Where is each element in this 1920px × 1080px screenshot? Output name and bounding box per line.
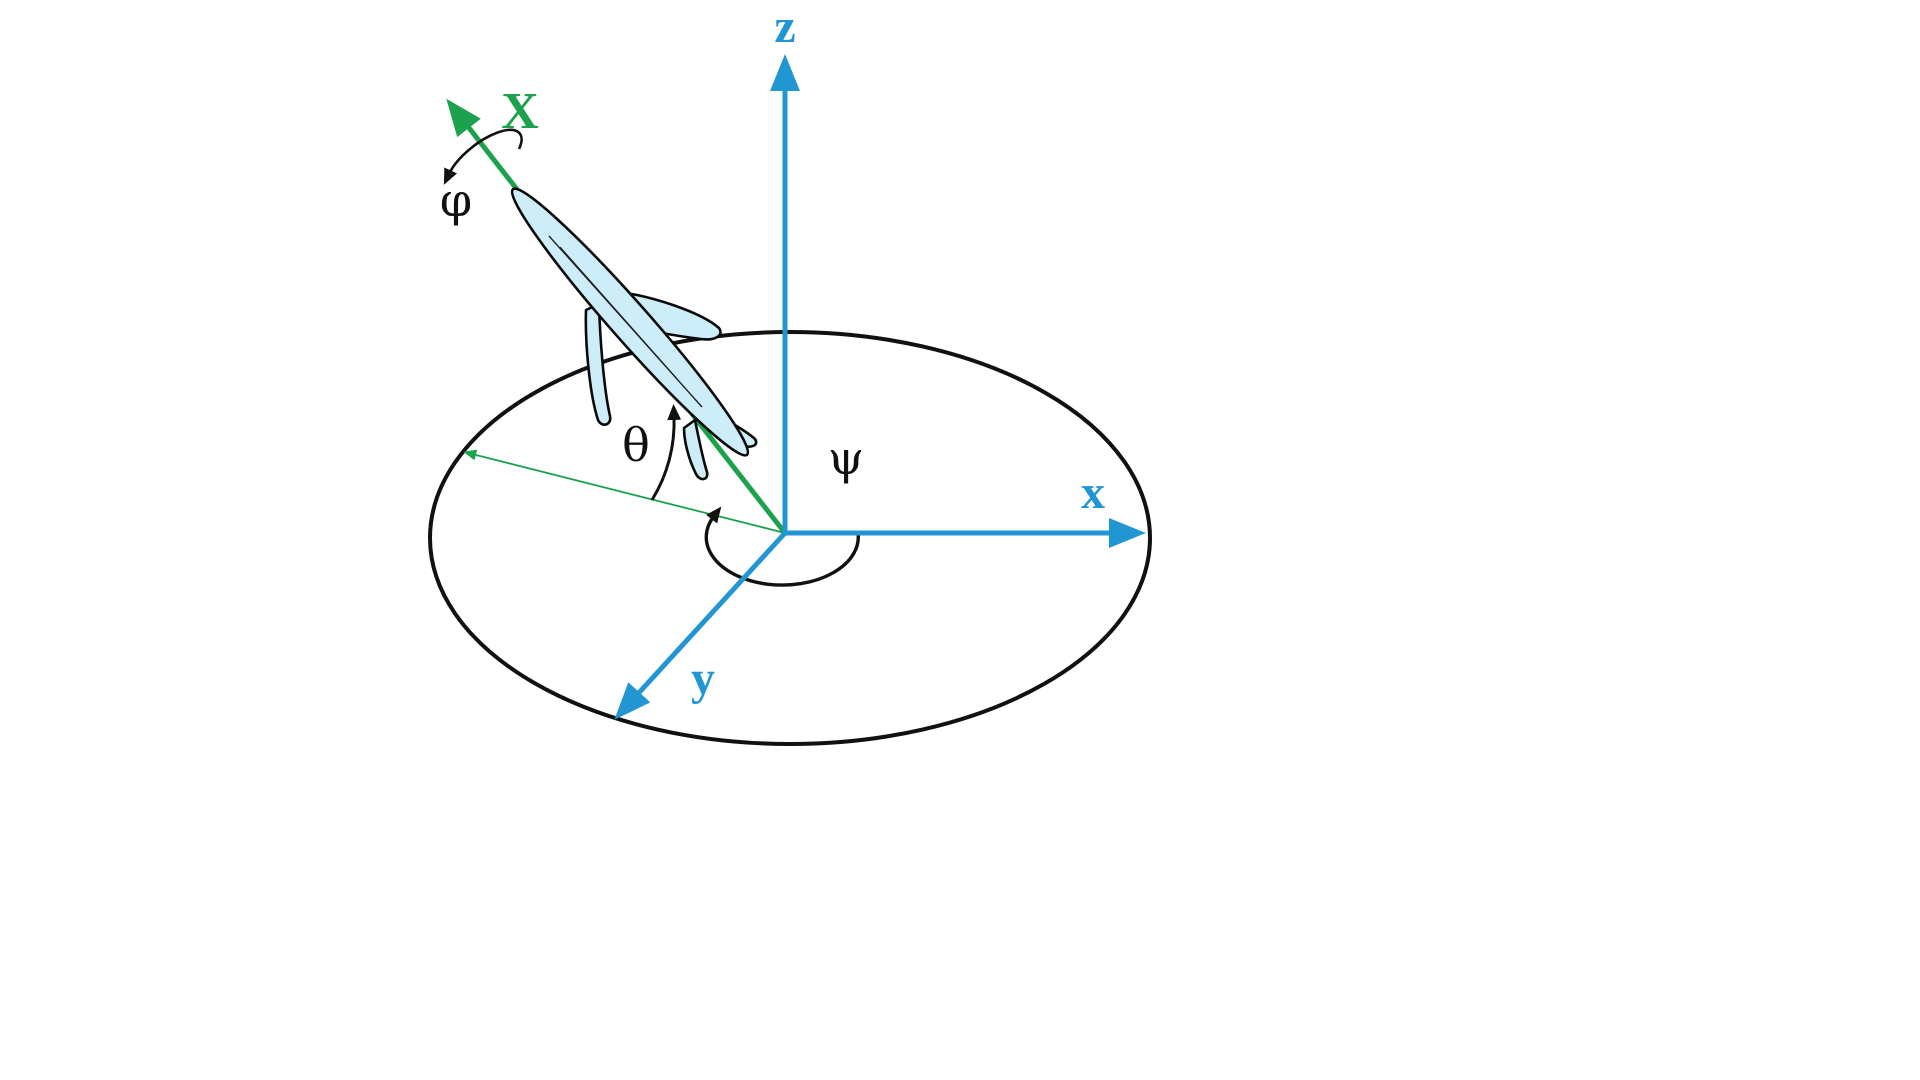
roll-rotation-arrow: [443, 128, 523, 185]
aircraft-left-wing: [584, 302, 612, 426]
pitch-angle-arc: [650, 404, 682, 501]
y-axis-label: y: [691, 652, 715, 705]
body-x-axis-label: X: [501, 83, 539, 140]
yaw-angle-label: ψ: [828, 431, 864, 485]
aircraft-left-tailplane: [682, 418, 709, 481]
aircraft: [510, 187, 758, 481]
x-axis-label: x: [1081, 466, 1105, 519]
yaw-angle-arc: [704, 506, 860, 587]
ground-plane-ellipse: [428, 330, 1152, 746]
y-axis-line: [614, 531, 787, 720]
roll-angle-label: φ: [440, 173, 472, 227]
aircraft-fuselage: [510, 187, 750, 457]
body-axis-projection-line: [463, 449, 786, 534]
pitch-angle-label: θ: [622, 418, 650, 472]
aircraft-fuselage-detail-line: [559, 246, 679, 381]
z-axis-label: z: [774, 0, 795, 53]
